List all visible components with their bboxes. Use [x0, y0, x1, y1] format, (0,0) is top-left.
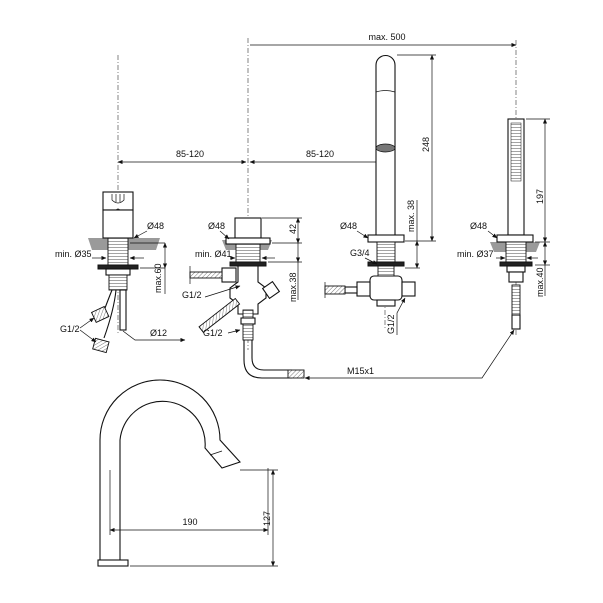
dimension-label: G1/2	[182, 290, 202, 300]
dimension-label: 248	[421, 137, 431, 152]
dimension-spacing-left: 85-120	[117, 149, 247, 165]
dimension-label: 197	[535, 189, 545, 204]
dimension-label: Ø48	[470, 221, 487, 231]
diverter-valve: Ø48 min. Ø41 42 max.38 G1/2 G1/2	[182, 217, 305, 379]
dimension-label: max.60	[153, 263, 163, 293]
dimension-label: 85-120	[176, 149, 204, 159]
dimension-label: 42	[288, 224, 298, 234]
dimension-label: max.40	[535, 267, 545, 297]
hand-shower: Ø48 min. Ø37 197 max.40 M15x1	[304, 118, 550, 381]
dimension-label: Ø48	[208, 221, 225, 231]
dimension-label: G1/2	[386, 314, 396, 334]
dimension-label: max. 38	[406, 200, 416, 232]
dimension-label: 127	[262, 511, 272, 526]
dimension-label: 190	[182, 517, 197, 527]
dimension-label: Ø48	[340, 221, 357, 231]
dimension-label: max.38	[288, 272, 298, 302]
mixer-valve: Ø48 min. Ø35 max.60 G1/2 Ø12	[55, 191, 186, 354]
dimension-spacing-right: 85-120	[249, 149, 383, 165]
dimension-label: G3/4	[350, 248, 370, 258]
dimension-label: Ø48	[147, 221, 164, 231]
dimension-label: M15x1	[347, 366, 374, 376]
dimension-label: G1/2	[60, 324, 80, 334]
side-view-spout: 190 127	[97, 379, 278, 567]
dimension-label: G1/2	[203, 328, 223, 338]
dimension-label: min. Ø41	[195, 249, 232, 259]
dimension-label: min. Ø35	[55, 249, 92, 259]
dimension-label: min. Ø37	[457, 249, 494, 259]
centerlines	[117, 38, 517, 350]
dimension-label: Ø12	[150, 328, 167, 338]
dimension-max-500: max. 500	[250, 32, 517, 48]
dimension-label: max. 500	[368, 32, 405, 42]
dimension-label: 85-120	[306, 149, 334, 159]
bath-spout: Ø48 G3/4 248 max. 38 G1/2	[324, 54, 436, 335]
